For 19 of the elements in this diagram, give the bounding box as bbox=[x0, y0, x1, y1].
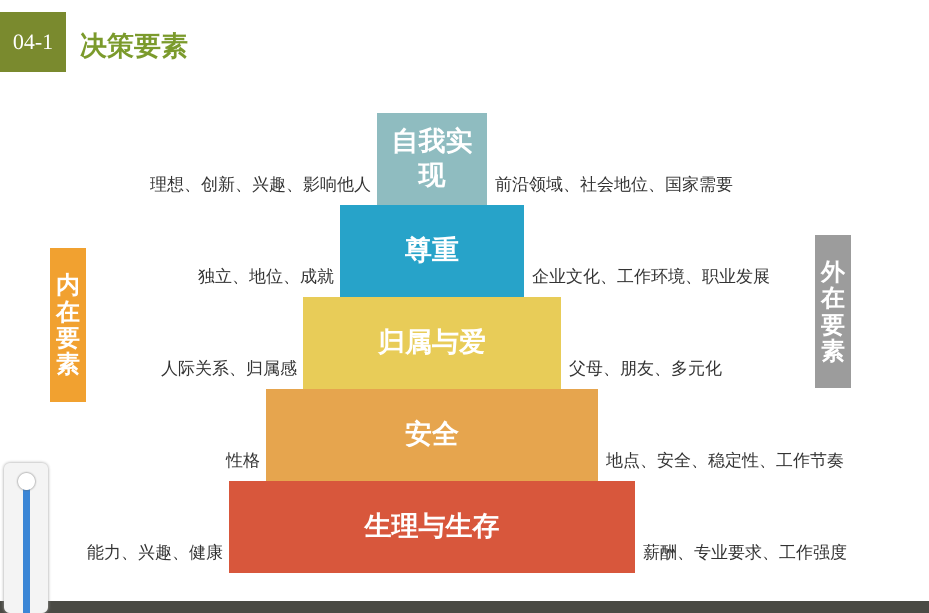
header-box: 04-1 bbox=[0, 12, 66, 72]
pyramid-layer: 安全 bbox=[266, 389, 598, 481]
pyramid-layer: 尊重 bbox=[340, 205, 524, 297]
pyramid-layer: 自我实现 bbox=[377, 113, 487, 205]
external-factor-text: 前沿领域、社会地位、国家需要 bbox=[495, 174, 733, 196]
factor-bar: 外在要素 bbox=[815, 235, 851, 388]
external-factor-text: 企业文化、工作环境、职业发展 bbox=[532, 266, 770, 288]
factor-bar: 内在要素 bbox=[50, 248, 86, 402]
pyramid-layer: 生理与生存 bbox=[229, 481, 635, 573]
pyramid-layer: 归属与爱 bbox=[303, 297, 561, 389]
internal-factor-text: 独立、地位、成就 bbox=[198, 266, 334, 288]
internal-factor-text: 理想、创新、兴趣、影响他人 bbox=[150, 174, 371, 196]
external-factor-text: 薪酬、专业要求、工作强度 bbox=[643, 542, 847, 564]
page-title: 决策要素 bbox=[80, 30, 188, 64]
internal-factor-text: 性格 bbox=[226, 450, 260, 472]
external-factor-text: 地点、安全、稳定性、工作节奏 bbox=[606, 450, 844, 472]
internal-factor-text: 能力、兴趣、健康 bbox=[87, 542, 223, 564]
internal-factor-text: 人际关系、归属感 bbox=[161, 358, 297, 380]
external-factor-text: 父母、朋友、多元化 bbox=[569, 358, 722, 380]
